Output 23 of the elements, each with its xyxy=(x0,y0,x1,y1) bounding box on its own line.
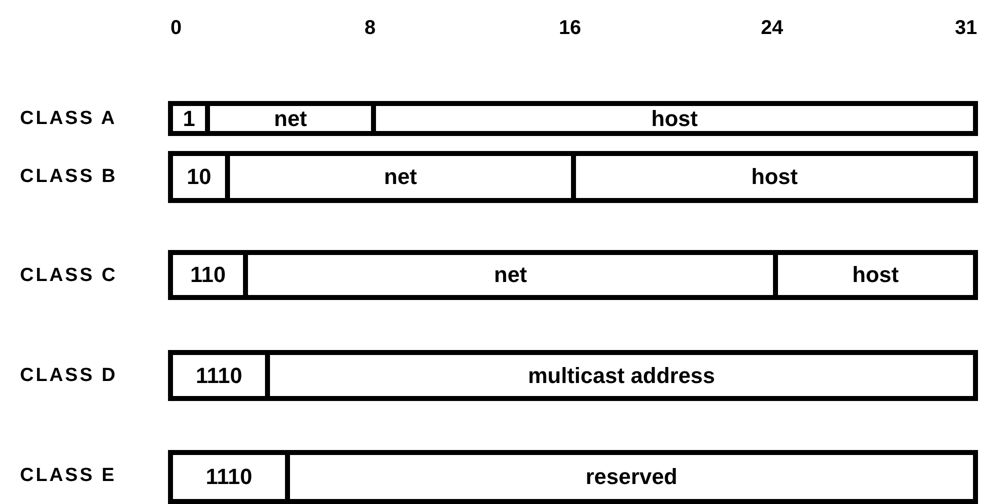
field-label: net xyxy=(494,262,527,288)
field-label: net xyxy=(384,164,417,190)
field-label: host xyxy=(751,164,798,190)
bit-number: 0 xyxy=(170,18,182,38)
field-label: host xyxy=(852,262,899,288)
field-label: 1110 xyxy=(206,464,252,490)
field-label: reserved xyxy=(586,464,678,490)
field-label: net xyxy=(274,106,307,132)
bit-number: 8 xyxy=(364,18,376,38)
field-label: 10 xyxy=(186,164,212,190)
field-label: multicast address xyxy=(528,362,716,388)
class-label: CLASS C xyxy=(20,266,118,285)
bit-number: 24 xyxy=(760,18,784,38)
field-label: 1 xyxy=(182,106,196,132)
class-label: CLASS A xyxy=(20,109,117,128)
field-label: host xyxy=(651,106,698,132)
field-label: 110 xyxy=(190,262,226,288)
bit-number: 16 xyxy=(558,18,582,38)
class-label: CLASS D xyxy=(20,366,118,385)
field-label: 1110 xyxy=(196,362,242,388)
bit-number: 31 xyxy=(954,18,978,38)
class-label: CLASS E xyxy=(20,466,116,485)
class-label: CLASS B xyxy=(20,167,118,186)
